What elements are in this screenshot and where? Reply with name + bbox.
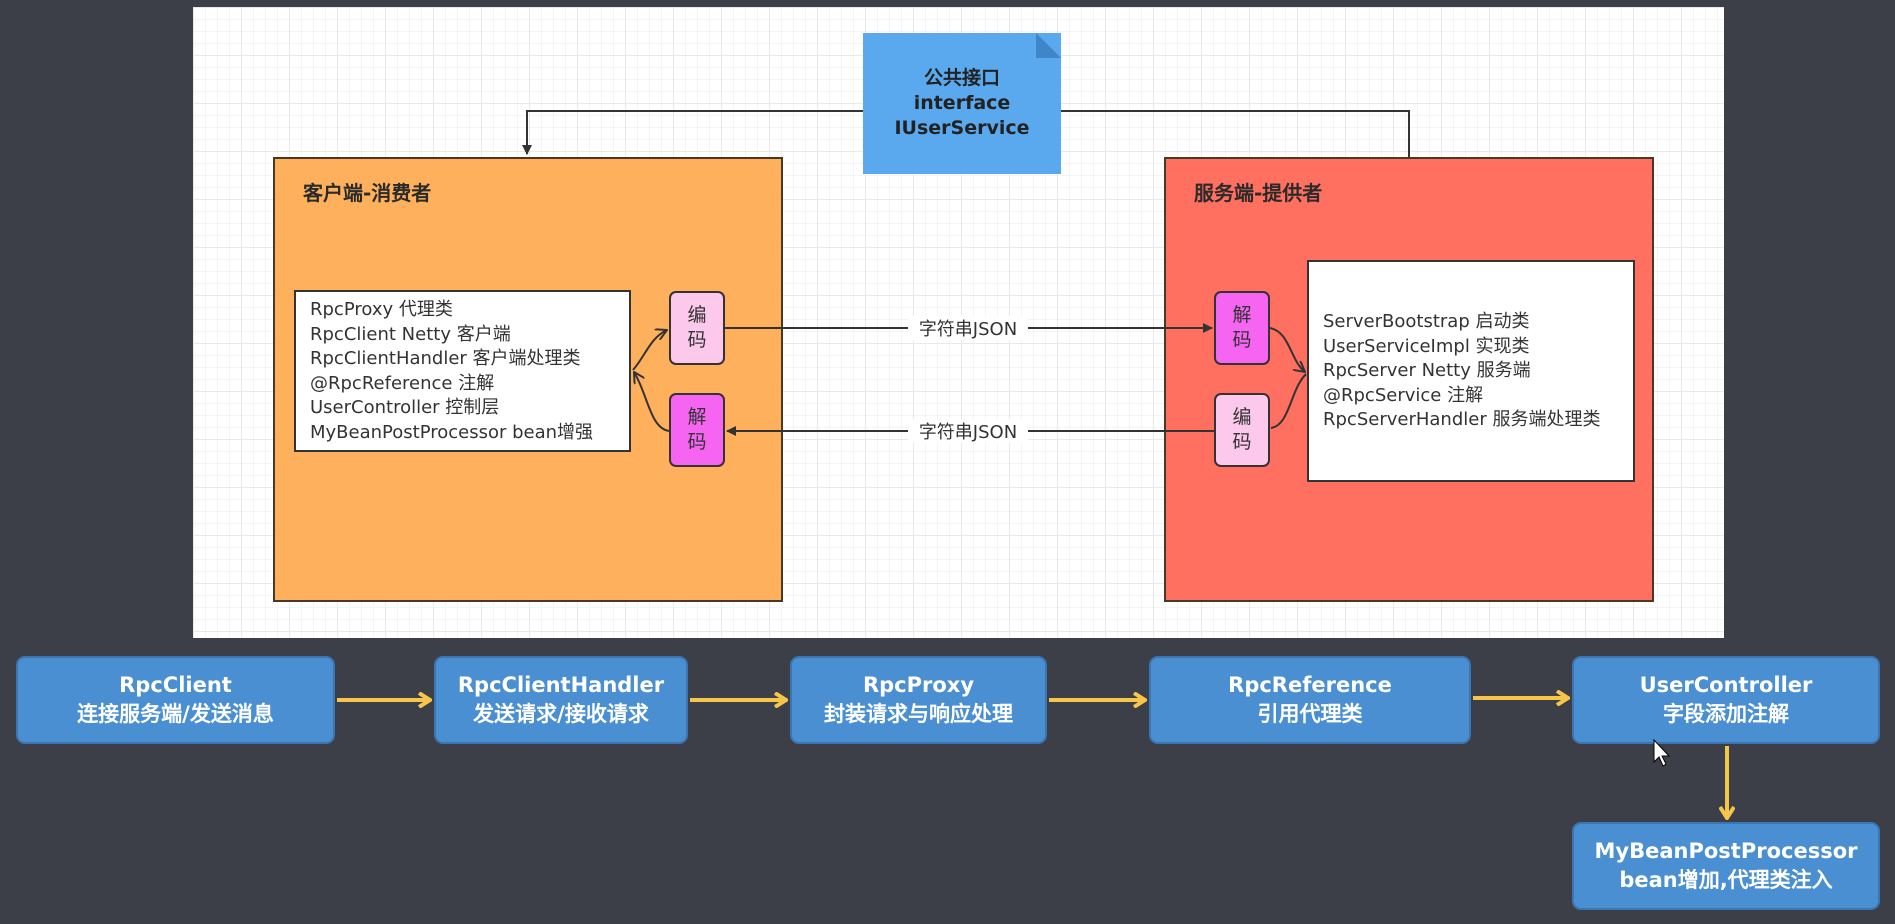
client-section-title: 客户端-消费者 xyxy=(303,181,432,205)
server-encoder-label: 编码 xyxy=(1232,406,1252,453)
list-item: RpcServer Netty 服务端 xyxy=(1323,360,1531,381)
list-item: MyBeanPostProcessor bean增强 xyxy=(310,421,594,443)
interface-note: 公共接口 interface IUserService xyxy=(863,33,1061,174)
list-item: RpcServerHandler 服务端处理类 xyxy=(1323,409,1601,430)
list-item: @RpcReference 注解 xyxy=(310,372,495,394)
flow-node-rpcclient: RpcClient 连接服务端/发送消息 xyxy=(16,656,335,744)
server-list-to-encoder-curve xyxy=(1270,373,1307,429)
flow-node-title: RpcReference xyxy=(1228,673,1392,697)
flow-node-rpcreference: RpcReference 引用代理类 xyxy=(1149,656,1471,744)
client-decoder-box: 解码 xyxy=(669,393,725,467)
request-label-bg xyxy=(908,316,1028,340)
interface-note-keyword: interface xyxy=(913,92,1011,114)
decoder-to-client-list-curve xyxy=(634,372,670,432)
list-item: ServerBootstrap 启动类 xyxy=(1323,311,1530,332)
flow-node-subtitle: 字段添加注解 xyxy=(1663,702,1789,726)
request-json-label: 字符串JSON xyxy=(919,319,1017,340)
interface-note-name: IUserService xyxy=(894,117,1030,139)
response-label-bg xyxy=(908,419,1028,443)
server-components-list: ServerBootstrap 启动类 UserServiceImpl 实现类 … xyxy=(1307,260,1635,482)
list-item: UserController 控制层 xyxy=(310,397,500,418)
list-item: RpcClient Netty 客户端 xyxy=(310,323,511,345)
decoder-to-server-list-curve xyxy=(1269,327,1305,372)
mouse-cursor-icon xyxy=(1653,738,1671,767)
flow-node-subtitle: 发送请求/接收请求 xyxy=(473,702,649,726)
client-encoder-box: 编码 xyxy=(669,291,725,365)
response-json-label: 字符串JSON xyxy=(919,422,1017,443)
client-decoder-label: 解码 xyxy=(687,406,707,453)
flow-node-subtitle: 引用代理类 xyxy=(1257,702,1363,726)
client-list-to-encoder-curve xyxy=(632,330,667,371)
flow-node-title: UserController xyxy=(1639,673,1813,697)
list-item: RpcProxy 代理类 xyxy=(310,299,453,320)
server-section-title: 服务端-提供者 xyxy=(1194,181,1323,205)
server-decoder-label: 解码 xyxy=(1232,304,1252,351)
interface-note-title: 公共接口 xyxy=(923,67,1000,89)
interface-to-server-connector xyxy=(1061,110,1410,157)
flow-node-mybeanpostprocessor: MyBeanPostProcessor bean增加,代理类注入 xyxy=(1572,822,1880,910)
flow-node-title: RpcClientHandler xyxy=(457,673,665,697)
list-item: UserServiceImpl 实现类 xyxy=(1323,335,1530,357)
server-encoder-box: 编码 xyxy=(1214,393,1270,467)
client-encoder-label: 编码 xyxy=(687,304,707,351)
flow-node-subtitle: 连接服务端/发送消息 xyxy=(77,702,274,726)
flow-node-rpcproxy: RpcProxy 封装请求与响应处理 xyxy=(790,656,1047,744)
list-item: @RpcService 注解 xyxy=(1323,384,1484,406)
client-components-list: RpcProxy 代理类 RpcClient Netty 客户端 RpcClie… xyxy=(294,290,631,452)
flow-node-title: RpcClient xyxy=(119,673,232,697)
flow-node-title: MyBeanPostProcessor xyxy=(1594,839,1858,863)
interface-to-client-connector xyxy=(522,110,863,155)
flow-node-subtitle: 封装请求与响应处理 xyxy=(824,702,1013,726)
flow-node-title: RpcProxy xyxy=(862,673,975,697)
list-item: RpcClientHandler 客户端处理类 xyxy=(310,348,581,369)
flow-node-subtitle: bean增加,代理类注入 xyxy=(1619,868,1833,892)
flow-node-rpcclienthandler: RpcClientHandler 发送请求/接收请求 xyxy=(434,656,688,744)
flow-node-usercontroller: UserController 字段添加注解 xyxy=(1572,656,1880,744)
server-decoder-box: 解码 xyxy=(1214,291,1270,365)
